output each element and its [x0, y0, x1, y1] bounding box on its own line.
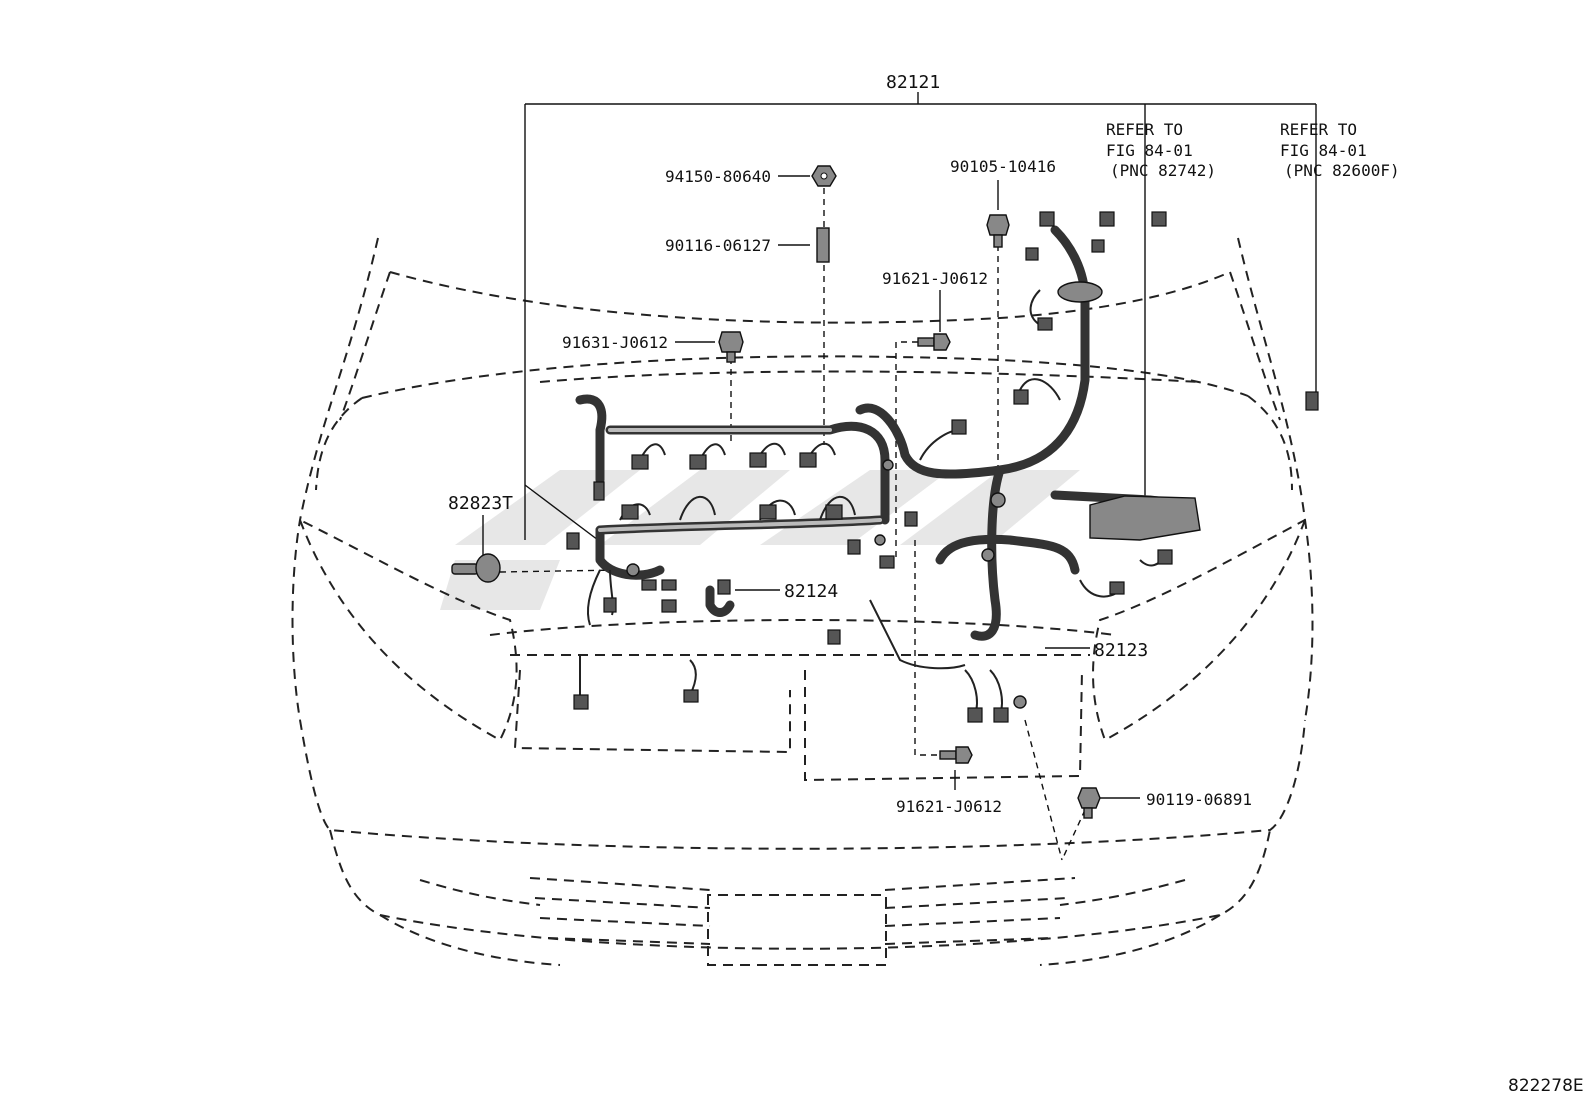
connector	[566, 532, 580, 550]
label-91621-J0612-top: 91621-J0612	[882, 269, 988, 288]
label-82823T: 82823T	[448, 493, 513, 514]
connector	[1025, 247, 1039, 261]
relay-block	[1089, 495, 1201, 541]
connector	[879, 555, 895, 569]
figure-id: 822278E	[1508, 1076, 1584, 1096]
label-82124: 82124	[784, 581, 838, 602]
connector	[1037, 317, 1053, 331]
connector	[621, 504, 639, 520]
grommet	[1057, 281, 1103, 303]
label-refer-1-line2: FIG 84-01	[1106, 141, 1193, 160]
label-82121: 82121	[886, 72, 940, 93]
bolt-icon	[939, 746, 973, 764]
connector	[904, 511, 918, 527]
connector	[689, 454, 707, 470]
ground-terminal	[990, 492, 1006, 508]
label-91621-J0612-bottom: 91621-J0612	[896, 797, 1002, 816]
label-91631-J0612: 91631-J0612	[562, 333, 668, 352]
connector	[1151, 211, 1167, 227]
label-refer-2-line2: FIG 84-01	[1280, 141, 1367, 160]
connector	[631, 454, 649, 470]
connector	[759, 504, 777, 520]
connector	[661, 599, 677, 613]
connectors	[566, 211, 1319, 723]
ground-terminal	[626, 563, 640, 577]
label-refer-1-line3: (PNC 82742)	[1110, 161, 1216, 180]
bolt-icon	[1077, 787, 1101, 819]
label-refer-2-line3: (PNC 82600F)	[1284, 161, 1400, 180]
connector	[717, 579, 731, 595]
bolt-icon	[718, 331, 744, 363]
connector	[603, 597, 617, 613]
label-94150-80640: 94150-80640	[665, 167, 771, 186]
connector	[951, 419, 967, 435]
connector	[593, 481, 605, 501]
connector	[827, 629, 841, 645]
connector	[683, 689, 699, 703]
connector	[1039, 211, 1055, 227]
connector	[847, 539, 861, 555]
label-refer-2-line1: REFER TO	[1280, 120, 1357, 139]
ground-terminal	[882, 459, 894, 471]
car-body-outline	[291, 237, 1314, 966]
bolt-icon	[917, 333, 951, 351]
connector	[1157, 549, 1173, 565]
label-90116-06127: 90116-06127	[665, 236, 771, 255]
connector	[661, 579, 677, 591]
connector	[1305, 391, 1319, 411]
bolt-icon	[986, 214, 1010, 248]
connector	[1109, 581, 1125, 595]
ground-terminal	[981, 548, 995, 562]
connector	[749, 452, 767, 468]
fasteners	[451, 165, 1101, 819]
connector	[1091, 239, 1105, 253]
connector	[825, 504, 843, 520]
connector	[641, 579, 657, 591]
label-90119-06891: 90119-06891	[1146, 790, 1252, 809]
connector	[1013, 389, 1029, 405]
connector	[573, 694, 589, 710]
leader-lines	[482, 92, 1317, 861]
connector	[993, 707, 1009, 723]
callout-labels: 82121 REFER TO FIG 84-01 (PNC 82742) REF…	[448, 72, 1584, 1096]
ground-terminal	[874, 534, 886, 546]
label-90105-10416: 90105-10416	[950, 157, 1056, 176]
ground-terminal	[1013, 695, 1027, 709]
connector	[1099, 211, 1115, 227]
connector	[799, 452, 817, 468]
label-82123: 82123	[1094, 640, 1148, 661]
stud-icon	[816, 227, 830, 263]
nut-icon	[811, 165, 837, 187]
label-refer-1-line1: REFER TO	[1106, 120, 1183, 139]
clamp-icon	[451, 553, 501, 583]
connector	[967, 707, 983, 723]
